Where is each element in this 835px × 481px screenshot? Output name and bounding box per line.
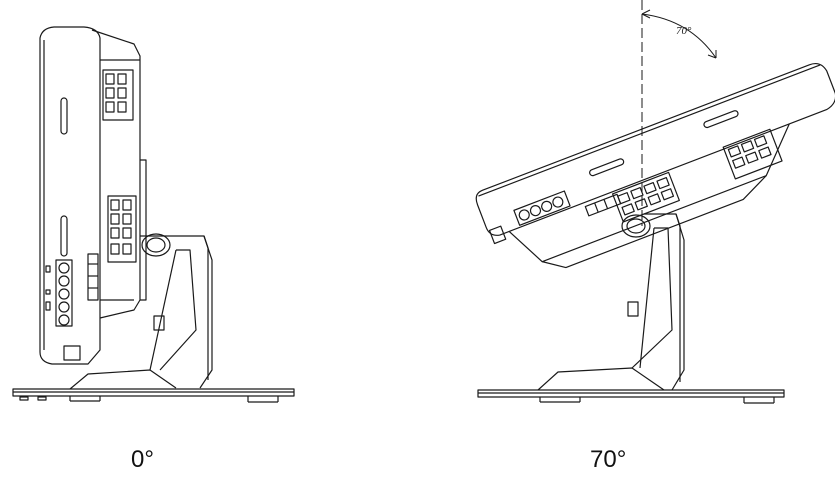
left-base-plate xyxy=(12,388,295,403)
left-stand xyxy=(69,233,213,390)
tilt-angle-arc xyxy=(641,13,717,59)
right-base-plate xyxy=(477,389,785,404)
caption-70-degree: 70° xyxy=(590,446,627,473)
left-monitor-body xyxy=(39,26,147,365)
right-stand xyxy=(537,213,685,391)
tilt-angle-label: 70° xyxy=(676,25,692,37)
caption-0-degree: 0° xyxy=(131,446,154,473)
right-monitor-body xyxy=(475,62,835,269)
monitor-tilted-side-view xyxy=(475,0,835,404)
monitor-upright-side-view xyxy=(12,26,295,403)
